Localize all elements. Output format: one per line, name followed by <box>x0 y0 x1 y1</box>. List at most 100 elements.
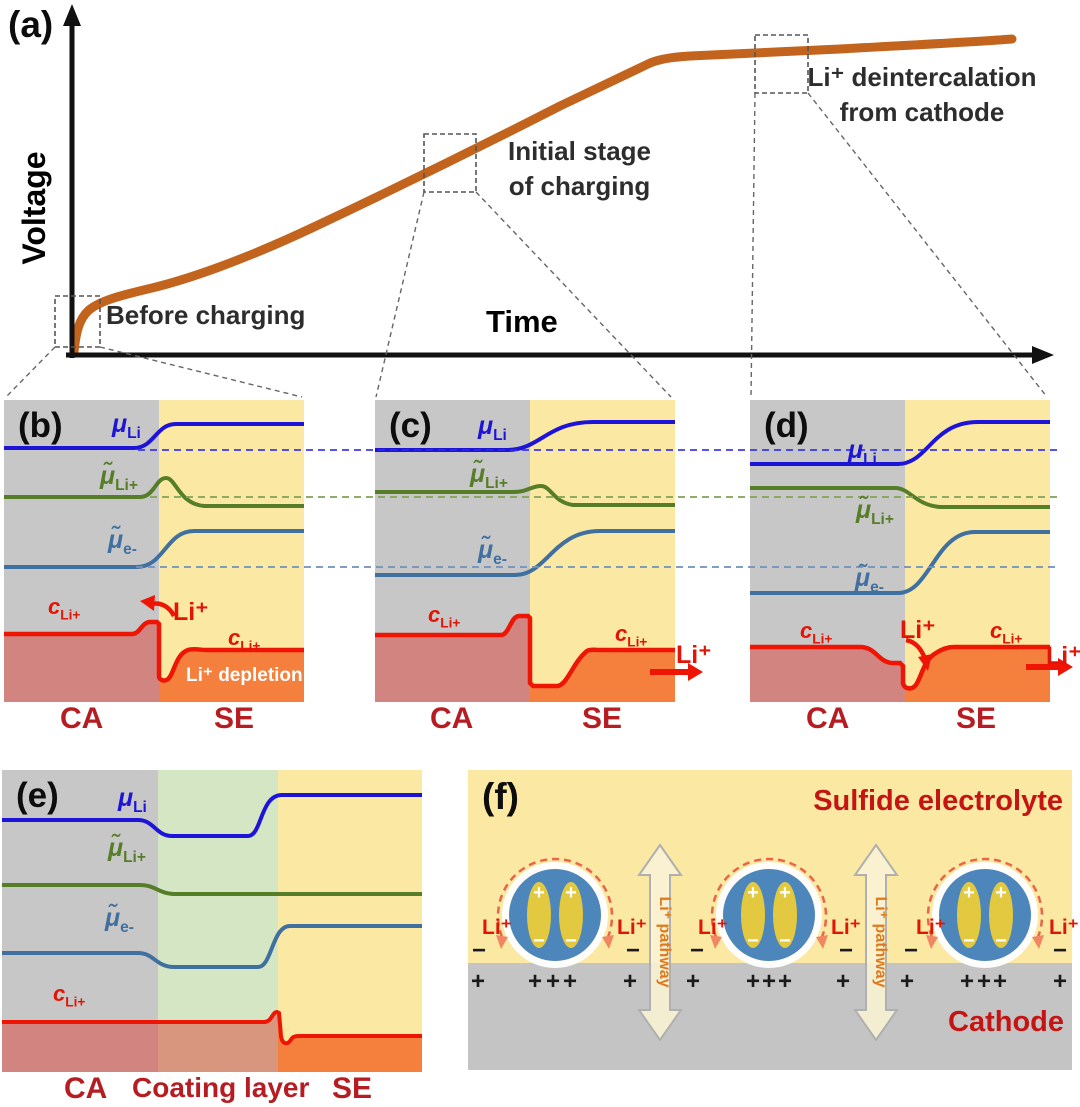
minus-sign: − <box>626 937 640 964</box>
panel-b-label: (b) <box>18 406 63 445</box>
particle-minus: − <box>533 930 545 952</box>
c-li-curve <box>4 619 304 683</box>
mu-base: μ <box>112 410 128 438</box>
y-axis-arrow <box>63 4 81 26</box>
li-label: Li⁺ <box>698 916 728 939</box>
arc-arrowhead-right <box>602 935 614 949</box>
b-c-li-label-ca: cLi+ <box>48 596 80 622</box>
e-c-li-label: cLi+ <box>53 983 85 1009</box>
c-li-fill-coating <box>158 1012 278 1072</box>
b-mu-lip-label: μ̃Li+ <box>100 464 138 494</box>
panel-e-label: (e) <box>16 776 59 815</box>
mu-e-curve <box>750 530 1050 595</box>
mu-sub: Li+ <box>485 475 508 492</box>
plus-sign: + <box>836 968 850 995</box>
panel-a-chart <box>5 4 1054 398</box>
panel-f-label: (f) <box>482 776 519 817</box>
li-label: Li⁺ <box>482 916 512 939</box>
c-c-li-label-se: cLi+ <box>615 623 647 649</box>
particle-minus: − <box>747 930 759 952</box>
minus-sign: − <box>472 937 486 964</box>
e-mu-lip-label: μ̃Li+ <box>108 836 146 866</box>
ca-band <box>4 400 159 702</box>
c-li-fill-se <box>905 647 1050 702</box>
e-coating-label: Coating layer <box>132 1072 310 1103</box>
particle-plus: + <box>779 882 791 904</box>
c-li-out-label: Li⁺ <box>676 641 712 669</box>
mu-base: μ̃ <box>100 462 116 490</box>
d-li-out-label: Li⁺ <box>1046 642 1080 670</box>
b-se-label: SE <box>214 702 255 735</box>
particle-plus: + <box>533 882 545 904</box>
arc-arrowhead-right <box>816 935 828 949</box>
c-mu-e-label: μ̃e- <box>478 538 507 568</box>
particle-minus: − <box>963 930 975 952</box>
cathode-label: Cathode <box>948 1006 1064 1038</box>
plus-sign: + <box>528 968 542 995</box>
mu-base: μ̃ <box>855 564 871 592</box>
li-escape-arrowhead <box>140 595 155 611</box>
c-mu-li-label: μLi <box>478 414 507 444</box>
d-li-label: Li⁺ <box>900 616 936 644</box>
plus-sign: + <box>623 968 637 995</box>
e-mu-e-label: μ̃e- <box>105 906 134 936</box>
mu-base: μ <box>848 436 864 464</box>
mu-sub: e- <box>870 579 884 596</box>
panel-b-chart <box>4 400 304 702</box>
panel-c-label: (c) <box>389 406 432 445</box>
e-se-label: SE <box>332 1072 373 1105</box>
mu-e-curve <box>2 924 422 969</box>
mu-sub: e- <box>123 541 137 558</box>
time-axis-label: Time <box>486 304 558 339</box>
c-sub: Li+ <box>627 634 648 650</box>
li-pathway-label: Li⁺ pathway <box>872 896 889 987</box>
plus-sign: + <box>563 968 577 995</box>
panel-a-label: (a) <box>8 4 54 45</box>
b-depletion-label: Li⁺ depletion <box>186 665 303 686</box>
c-base: c <box>615 621 628 646</box>
particle-3: + + − − <box>926 857 1044 968</box>
plus-sign: + <box>471 968 485 995</box>
d-mu-li-label: μLi <box>848 438 877 468</box>
before-charging-label: Before charging <box>106 300 306 330</box>
li-label: Li⁺ <box>916 916 946 939</box>
deintercalation-label: Li⁺ deintercalation from cathode <box>806 60 1038 130</box>
minus-row: − − − − − − <box>472 937 1067 964</box>
plus-sign: + <box>762 968 776 995</box>
mu-sub: e- <box>120 919 134 936</box>
c-c-li-label-ca: cLi+ <box>428 604 460 630</box>
mu-sub: Li+ <box>871 511 894 528</box>
arc-arrowhead-right <box>1032 935 1044 949</box>
arc-arrowhead-left <box>496 935 508 949</box>
x-axis-arrow <box>1032 346 1054 364</box>
c-ca-label: CA <box>430 702 474 735</box>
plus-sign: + <box>686 968 700 995</box>
mu-base: μ̃ <box>105 904 121 932</box>
c-sub: Li+ <box>440 615 461 631</box>
mu-li-curve <box>2 793 422 838</box>
zoom-connector-lines <box>5 92 1048 398</box>
c-base: c <box>990 618 1003 643</box>
c-se-label: SE <box>582 702 623 735</box>
mu-base: μ̃ <box>478 536 494 564</box>
plus-sign: + <box>778 968 792 995</box>
d-mu-e-label: μ̃e- <box>855 566 884 596</box>
c-base: c <box>800 618 813 643</box>
initial-stage-line1: Initial stage <box>507 136 652 166</box>
c-li-fill-ca <box>2 1022 158 1072</box>
se-band <box>278 770 422 1072</box>
mu-lip-curve <box>4 475 304 508</box>
mu-sub: e- <box>493 551 507 568</box>
li-label: Li⁺ <box>1049 916 1079 939</box>
deintercalation-line2: from cathode <box>839 97 1005 127</box>
b-li-label: Li⁺ <box>173 598 209 626</box>
mu-lip-curve <box>375 483 675 507</box>
panel-d-chart <box>750 400 1050 702</box>
plus-sign: + <box>993 968 1007 995</box>
li-pathway-arrow-1: Li⁺ pathway <box>637 843 683 1042</box>
mu-lip-curve <box>2 883 422 896</box>
particle-2: + + − − <box>710 857 828 968</box>
mu-sub: Li <box>127 425 141 442</box>
deintercalation-line1: Li⁺ deintercalation <box>807 62 1037 92</box>
mu-sub: Li <box>863 451 877 468</box>
